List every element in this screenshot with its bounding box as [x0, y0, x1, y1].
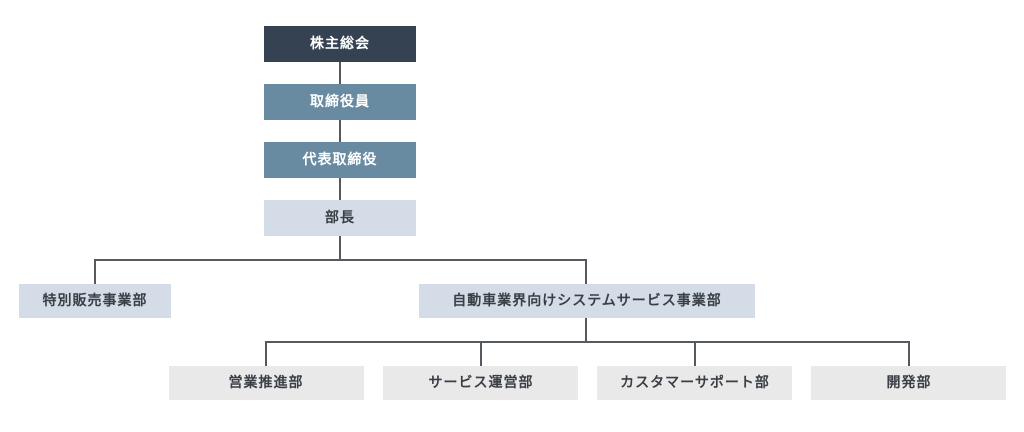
- node-label: 営業推進部: [229, 374, 304, 391]
- node-label: 部長: [325, 209, 355, 226]
- node-shareholders-meeting: 株主総会: [264, 26, 416, 62]
- node-board-of-directors: 取締役員: [264, 84, 416, 120]
- node-label: 代表取締役: [302, 151, 378, 168]
- node-special-sales-dept: 特別販売事業部: [19, 284, 171, 318]
- connectors: [94, 62, 910, 366]
- node-sales-promotion-dept: 営業推進部: [169, 366, 364, 400]
- node-label: サービス運営部: [429, 374, 534, 391]
- node-label: 特別販売事業部: [43, 292, 148, 309]
- node-service-operations-dept: サービス運営部: [383, 366, 578, 400]
- node-development-dept: 開発部: [811, 366, 1006, 400]
- node-label: 開発部: [887, 374, 932, 391]
- node-general-manager: 部長: [264, 200, 416, 236]
- node-label: カスタマーサポート部: [620, 374, 770, 391]
- node-automotive-system-service-dept: 自動車業界向けシステムサービス事業部: [419, 284, 755, 318]
- node-customer-support-dept: カスタマーサポート部: [597, 366, 792, 400]
- node-label: 取締役員: [310, 93, 370, 110]
- node-label: 自動車業界向けシステムサービス事業部: [452, 292, 722, 309]
- node-label: 株主総会: [310, 35, 370, 52]
- node-representative-director: 代表取締役: [264, 142, 416, 178]
